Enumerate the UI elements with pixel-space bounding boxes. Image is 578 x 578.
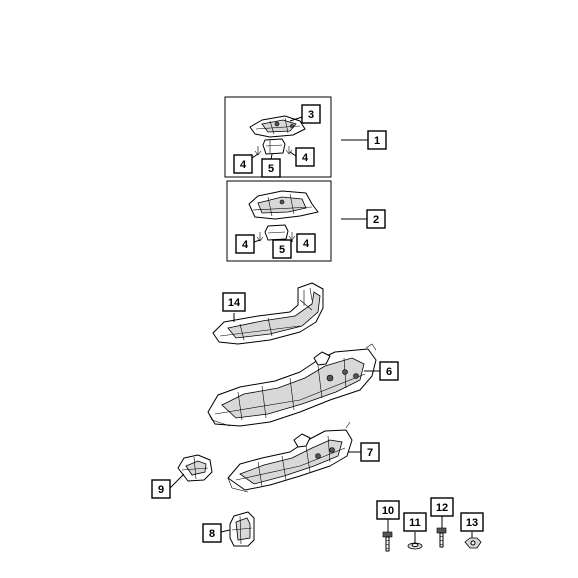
callout-1: 1 <box>367 130 387 150</box>
callout-4a: 4 <box>233 154 253 174</box>
callout-label-3: 3 <box>308 109 314 121</box>
bolt-part-12 <box>436 527 447 548</box>
callout-13: 13 <box>460 512 484 532</box>
nut-part-13 <box>464 537 482 549</box>
callout-label-8: 8 <box>209 528 215 540</box>
callout-label-10: 10 <box>382 505 394 517</box>
assembly-group-2 <box>226 180 332 262</box>
callout-label-4c: 4 <box>242 239 249 251</box>
callout-4b: 4 <box>295 147 315 167</box>
callout-label-11: 11 <box>409 517 421 529</box>
callout-2: 2 <box>366 209 386 229</box>
bracket-part-5b <box>264 224 289 241</box>
callout-label-1: 1 <box>374 135 380 147</box>
fastener-arrows-4b <box>256 232 296 242</box>
bracket-part-8 <box>229 511 255 547</box>
assembly-group-1 <box>224 96 332 178</box>
callout-label-4d: 4 <box>303 238 310 250</box>
callout-label-2: 2 <box>373 214 379 226</box>
bolt-part-10 <box>382 531 393 552</box>
callout-7: 7 <box>360 442 380 462</box>
callout-label-5a: 5 <box>268 163 274 175</box>
callout-label-9: 9 <box>158 484 164 496</box>
shield-part-14 <box>212 282 324 345</box>
callout-14: 14 <box>222 292 246 312</box>
callout-4d: 4 <box>296 233 316 253</box>
shield-part-7 <box>227 421 353 493</box>
callout-label-13: 13 <box>466 517 478 529</box>
callout-label-5b: 5 <box>279 244 285 256</box>
callout-5a: 5 <box>261 158 281 178</box>
callout-label-14: 14 <box>228 297 241 309</box>
callout-11: 11 <box>403 512 427 532</box>
callout-5b: 5 <box>272 239 292 259</box>
callout-label-6: 6 <box>386 366 392 378</box>
callout-12: 12 <box>430 497 454 517</box>
callout-6: 6 <box>379 361 399 381</box>
callout-8: 8 <box>202 523 222 543</box>
callout-4c: 4 <box>235 234 255 254</box>
callout-label-4b: 4 <box>302 152 309 164</box>
skid-plate-part-2 <box>248 190 319 220</box>
callout-label-4a: 4 <box>240 159 247 171</box>
fastener-arrows-4a <box>254 146 293 156</box>
callout-3: 3 <box>301 104 321 124</box>
callout-label-12: 12 <box>436 502 448 514</box>
bracket-part-5a <box>262 138 286 155</box>
shield-part-6 <box>207 343 377 427</box>
callout-label-7: 7 <box>367 447 373 459</box>
group-2-frame <box>226 180 332 262</box>
callout-9: 9 <box>151 479 171 499</box>
bracket-part-9 <box>177 454 213 482</box>
clip-part-11 <box>407 542 423 550</box>
callout-10: 10 <box>376 500 400 520</box>
skid-plate-part-3 <box>249 115 306 138</box>
